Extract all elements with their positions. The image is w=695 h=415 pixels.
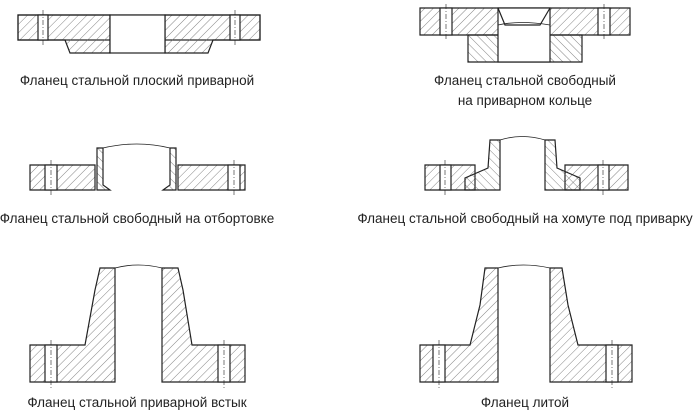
diagram-loose-on-flare bbox=[29, 143, 246, 195]
caption-cast: Фланец литой bbox=[481, 395, 569, 410]
caption-loose-on-flare: Фланец стальной свободный на отбортовке bbox=[0, 211, 274, 226]
diagram-loose-on-ring bbox=[419, 4, 631, 63]
caption-loose-on-ring-line1: Фланец стальной свободный bbox=[434, 73, 616, 88]
diagram-cast bbox=[419, 264, 633, 388]
caption-flat-welded: Фланец стальной плоский приварной bbox=[20, 73, 254, 88]
caption-weld-neck: Фланец стальной приварной встык bbox=[27, 395, 246, 410]
diagram-weld-neck bbox=[29, 264, 246, 388]
diagram-loose-on-collar bbox=[424, 136, 629, 195]
caption-loose-on-ring-line2: на приварном кольце bbox=[458, 93, 592, 108]
caption-loose-on-collar: Фланец стальной свободный на хомуте под … bbox=[357, 211, 693, 226]
diagram-flat-welded bbox=[17, 10, 261, 54]
